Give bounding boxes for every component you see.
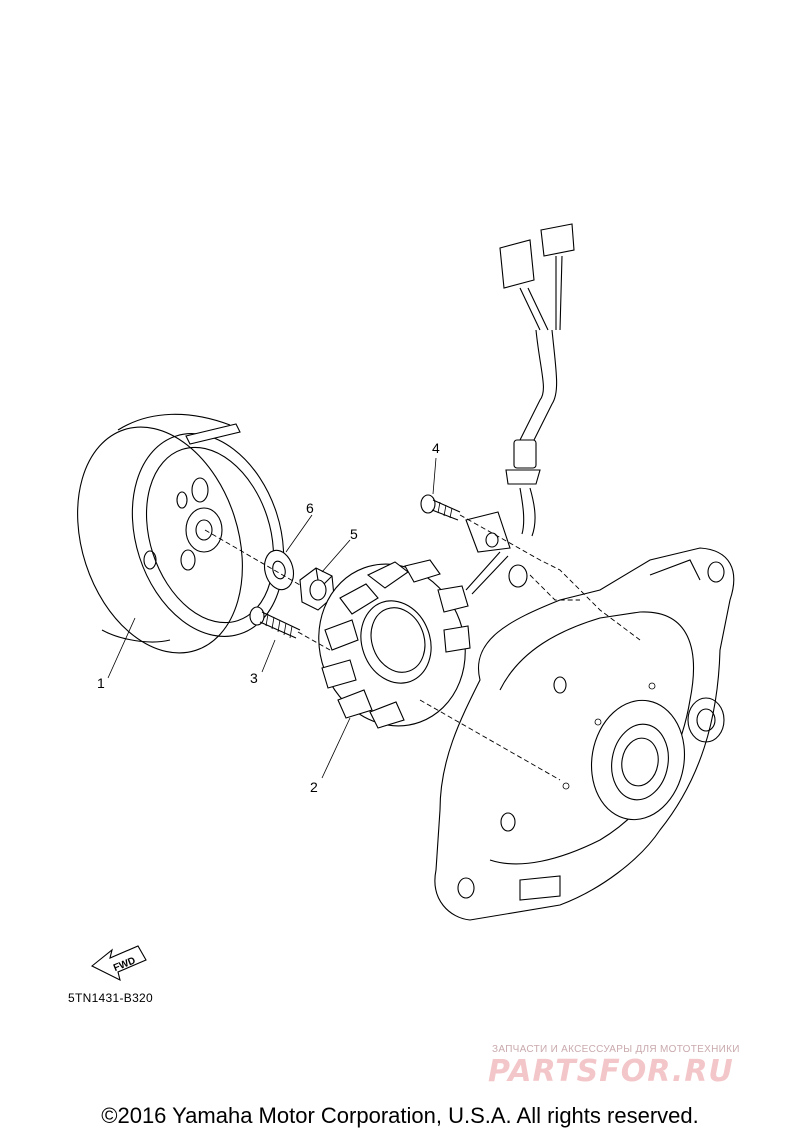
callout-1: 1 <box>97 675 105 691</box>
screw <box>249 606 301 639</box>
wire-harness <box>465 223 575 595</box>
callout-4: 4 <box>432 440 440 456</box>
callout-3: 3 <box>250 670 258 686</box>
watermark-logo: PARTSFOR.RU <box>488 1054 734 1089</box>
stator-coil <box>318 559 471 729</box>
bolt <box>420 494 461 521</box>
flywheel-rotor <box>77 413 285 654</box>
washer <box>263 549 295 591</box>
nut <box>299 567 335 611</box>
callout-5: 5 <box>350 526 358 542</box>
leader-lines <box>107 457 437 779</box>
assembly-guide-lines <box>204 514 641 781</box>
diagram-code: 5TN1431-B320 <box>68 991 153 1005</box>
fwd-arrow-icon: FWD <box>90 945 147 982</box>
copyright-notice: ©2016 Yamaha Motor Corporation, U.S.A. A… <box>101 1103 699 1128</box>
crankcase-cover <box>434 547 735 921</box>
callout-6: 6 <box>306 500 314 516</box>
callout-2: 2 <box>310 779 318 795</box>
watermark-subtitle: ЗАПЧАСТИ И АКСЕССУАРЫ ДЛЯ МОТОТЕХНИКИ <box>492 1044 740 1055</box>
